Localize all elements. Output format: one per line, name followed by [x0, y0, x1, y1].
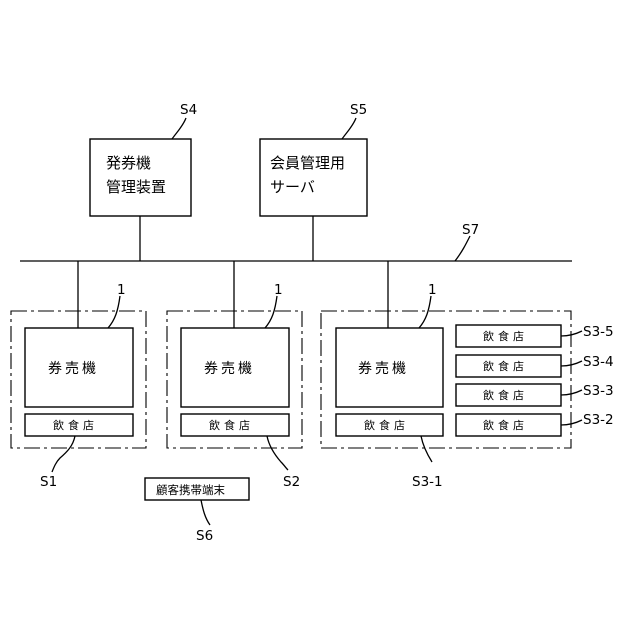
customer-mobile-terminal-label: 顧客携帯端末 [156, 483, 225, 497]
label-s3-1: S3-1 [412, 474, 443, 490]
s6-leader [201, 500, 210, 525]
s4-box-line1: 発券機 [106, 154, 151, 172]
label-s3-5: S3-5 [583, 324, 614, 340]
s1-leader [52, 436, 75, 472]
s5-box-line1: 会員管理用 [270, 154, 345, 172]
s2-leader [267, 436, 288, 470]
s4-box-line2: 管理装置 [106, 178, 166, 196]
s3-ticket-machine-label: 券売機 [358, 361, 409, 377]
label-s4: S4 [180, 102, 197, 118]
s1-ref-1: 1 [117, 282, 126, 298]
s5-leader [342, 118, 356, 139]
s1-ref-leader [108, 296, 120, 328]
s7-leader [455, 236, 470, 261]
s2-restaurant-label: 飲食店 [209, 418, 254, 432]
s1-ticket-machine-label: 券売機 [48, 361, 99, 377]
s2-ticket-machine-label: 券売機 [204, 361, 255, 377]
s3-5-restaurant-label: 飲食店 [483, 329, 528, 343]
s3-2-restaurant-label: 飲食店 [483, 418, 528, 432]
s1-restaurant-label: 飲食店 [53, 418, 98, 432]
s4-leader [172, 118, 186, 139]
label-s3-4: S3-4 [583, 354, 614, 370]
label-s3-3: S3-3 [583, 383, 614, 399]
label-s5: S5 [350, 102, 367, 118]
s3-ref-1: 1 [428, 282, 437, 298]
label-s1: S1 [40, 474, 57, 490]
s2-ref-leader [265, 296, 277, 328]
s2-ref-1: 1 [274, 282, 283, 298]
s3-1-restaurant-label: 飲食店 [364, 418, 409, 432]
s3-1-leader [421, 436, 432, 462]
s3-ref-leader [419, 296, 431, 328]
s5-box-line2: サーバ [270, 178, 315, 196]
s3-4-restaurant-label: 飲食店 [483, 359, 528, 373]
label-s6: S6 [196, 528, 213, 544]
label-s7: S7 [462, 222, 479, 238]
label-s3-2: S3-2 [583, 412, 614, 428]
s3-3-restaurant-label: 飲食店 [483, 388, 528, 402]
label-s2: S2 [283, 474, 300, 490]
